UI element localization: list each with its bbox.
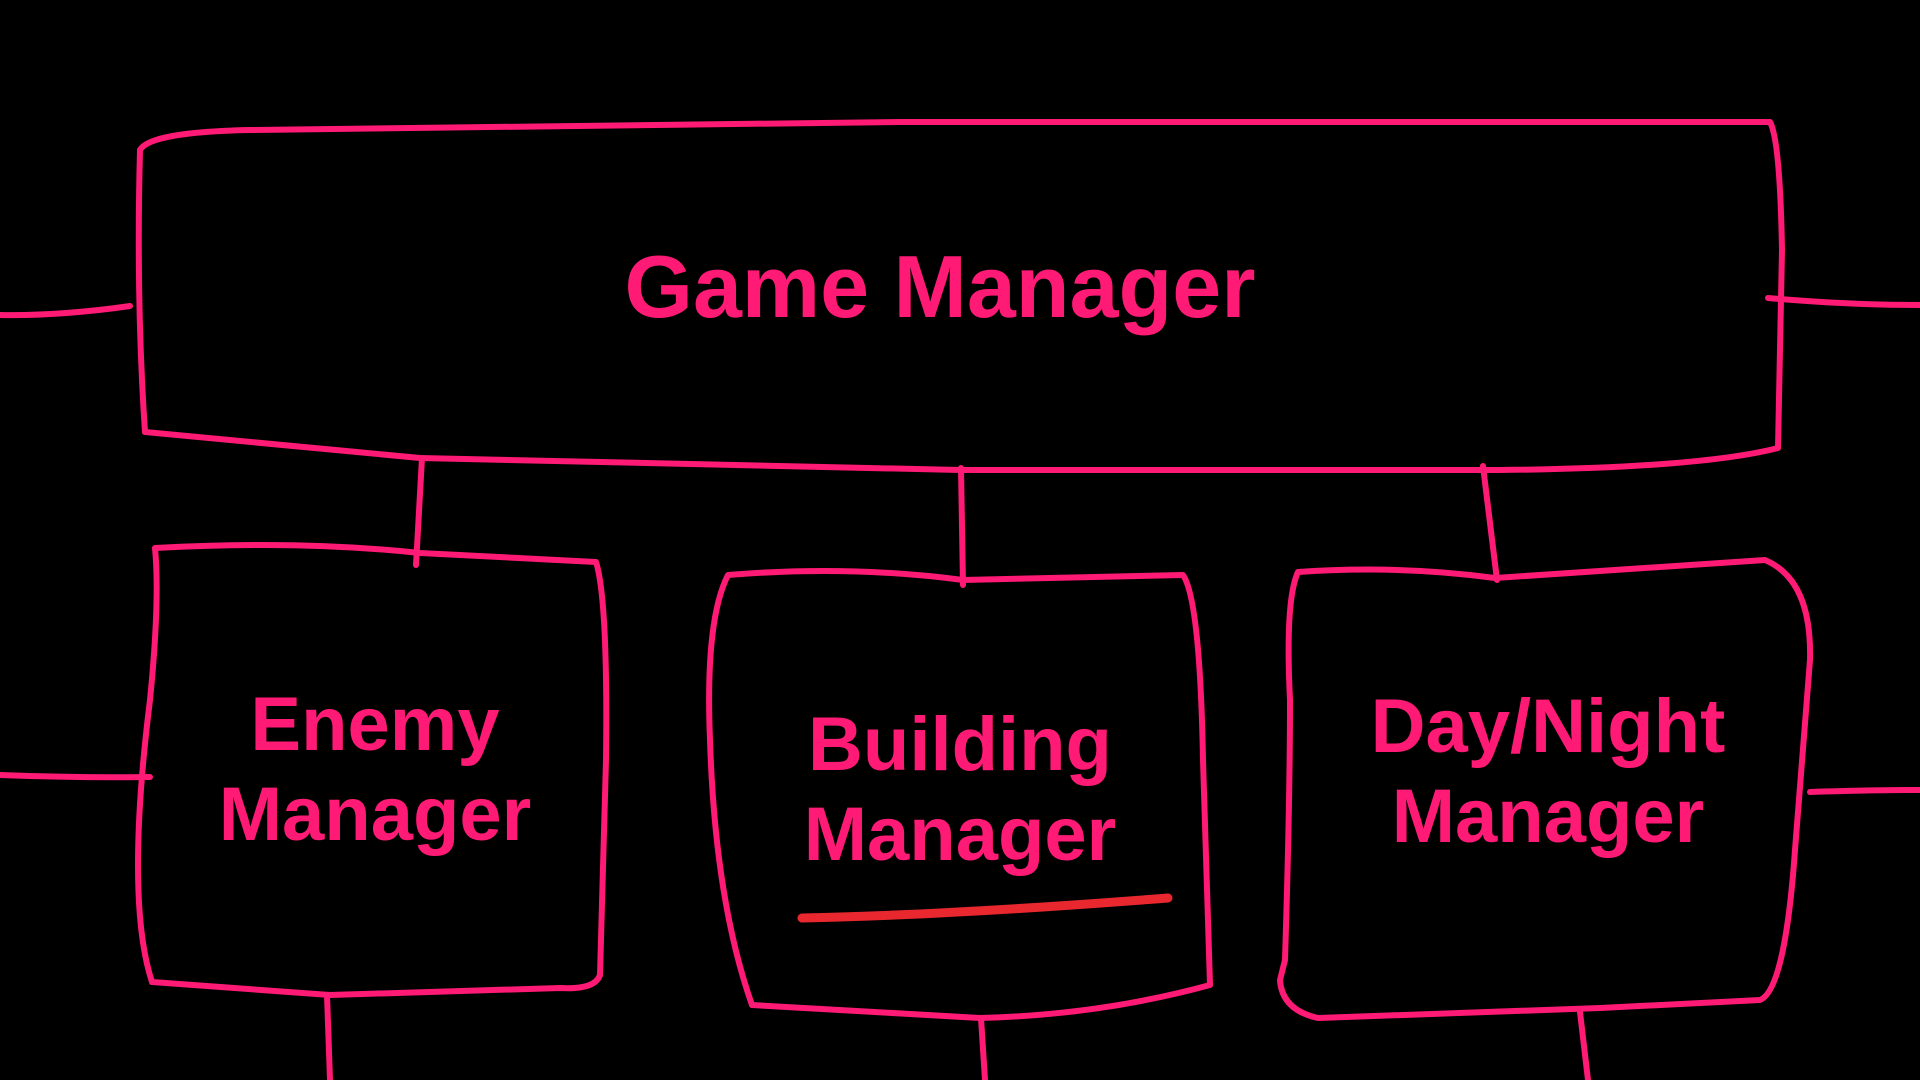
enemy-manager-bottom-connector bbox=[324, 992, 333, 1080]
connector-enemy bbox=[413, 455, 425, 568]
game-manager-label: Game Manager bbox=[540, 243, 1340, 331]
day-night-manager-bottom-connector bbox=[1577, 1009, 1591, 1080]
building-manager-label-line2: Manager bbox=[803, 791, 1117, 877]
enemy-manager-label-line2: Manager bbox=[218, 771, 532, 857]
enemy-manager-label-line1: Enemy bbox=[250, 682, 500, 767]
building-manager-bottom-connector bbox=[978, 1015, 988, 1080]
connector-building bbox=[958, 465, 966, 588]
day-night-manager-right-connector bbox=[1807, 787, 1920, 795]
game-manager-left-connector bbox=[0, 303, 133, 319]
day-night-manager-label-line2: Manager bbox=[1391, 773, 1705, 859]
day-night-manager-box bbox=[1277, 557, 1814, 1021]
building-manager-label-line1: Building bbox=[808, 702, 1112, 787]
game-manager-right-connector bbox=[1765, 295, 1920, 308]
enemy-manager-box bbox=[134, 541, 610, 998]
building-manager-box bbox=[706, 568, 1213, 1021]
enemy-manager-left-connector bbox=[0, 772, 153, 781]
connector-daynight bbox=[1480, 463, 1500, 583]
building-manager-label: Building Manager bbox=[760, 700, 1160, 879]
game-manager-box bbox=[135, 119, 1785, 473]
building-manager-underline bbox=[797, 893, 1173, 923]
day-night-manager-label: Day/Night Manager bbox=[1348, 682, 1748, 861]
game-manager-label-line1: Game Manager bbox=[624, 237, 1256, 336]
day-night-manager-label-line1: Day/Night bbox=[1370, 684, 1726, 769]
enemy-manager-label: Enemy Manager bbox=[175, 680, 575, 859]
